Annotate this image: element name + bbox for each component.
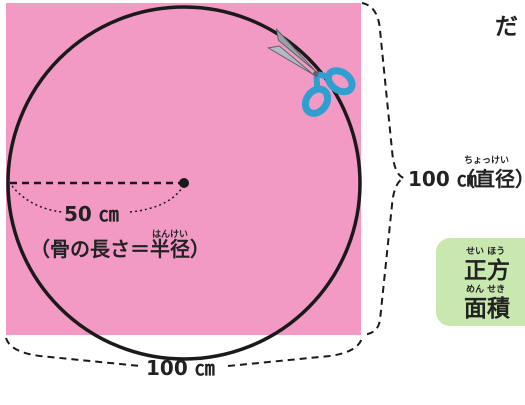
green-line1-ruby: せい ほう	[466, 246, 505, 257]
diameter-ruby: ちょっけい	[464, 155, 509, 166]
circle	[6, 5, 362, 361]
bottom-brace	[5, 337, 363, 367]
scissors-icon	[266, 27, 356, 117]
green-line2-ruby: めん せき	[466, 284, 505, 295]
radius-value-label: 50 ㎝	[64, 202, 119, 226]
green-line2: 面積	[464, 296, 511, 322]
diameter-brace	[361, 2, 408, 336]
green-line1: 正方	[464, 257, 510, 284]
bottom-value-label: 100 ㎝	[146, 356, 215, 380]
green-info-box	[436, 238, 525, 326]
top-right-text: だ	[495, 14, 518, 40]
pink-square	[6, 3, 361, 335]
radius-ruby: はんけい	[152, 229, 188, 240]
diameter-value-label: 100 ㎝	[408, 167, 477, 191]
center-point-icon	[179, 178, 189, 188]
radius-note-label: （骨の長さ＝半径）	[30, 237, 210, 261]
radius-brace-right	[129, 187, 183, 213]
diameter-note-label: （直径）	[455, 167, 525, 191]
